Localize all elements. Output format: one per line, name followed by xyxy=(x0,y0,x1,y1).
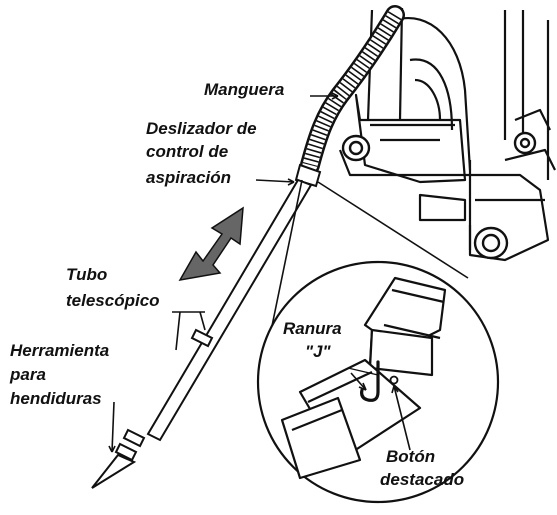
label-button-line1: Botón xyxy=(386,446,435,467)
label-slot-line2: "J" xyxy=(305,341,331,362)
label-crevice-line2: para xyxy=(10,364,46,385)
detail-circle xyxy=(258,262,498,502)
label-crevice-line3: hendiduras xyxy=(10,388,102,409)
label-hose: Manguera xyxy=(204,79,284,100)
crevice-tool xyxy=(92,455,134,488)
hose xyxy=(296,15,395,186)
label-suction-slider-line2: control de xyxy=(146,141,228,162)
label-suction-slider-line3: aspiración xyxy=(146,167,231,188)
double-arrow-icon xyxy=(180,208,243,280)
label-wand-line2: telescópico xyxy=(66,290,160,311)
label-slot-line1: Ranura xyxy=(283,318,342,339)
label-button-line2: destacado xyxy=(380,469,464,490)
label-crevice-line1: Herramienta xyxy=(10,340,109,361)
label-suction-slider-line1: Deslizador de xyxy=(146,118,257,139)
label-wand-line1: Tubo xyxy=(66,264,107,285)
highlighted-button xyxy=(391,377,398,384)
vacuum-wheels xyxy=(343,133,535,258)
